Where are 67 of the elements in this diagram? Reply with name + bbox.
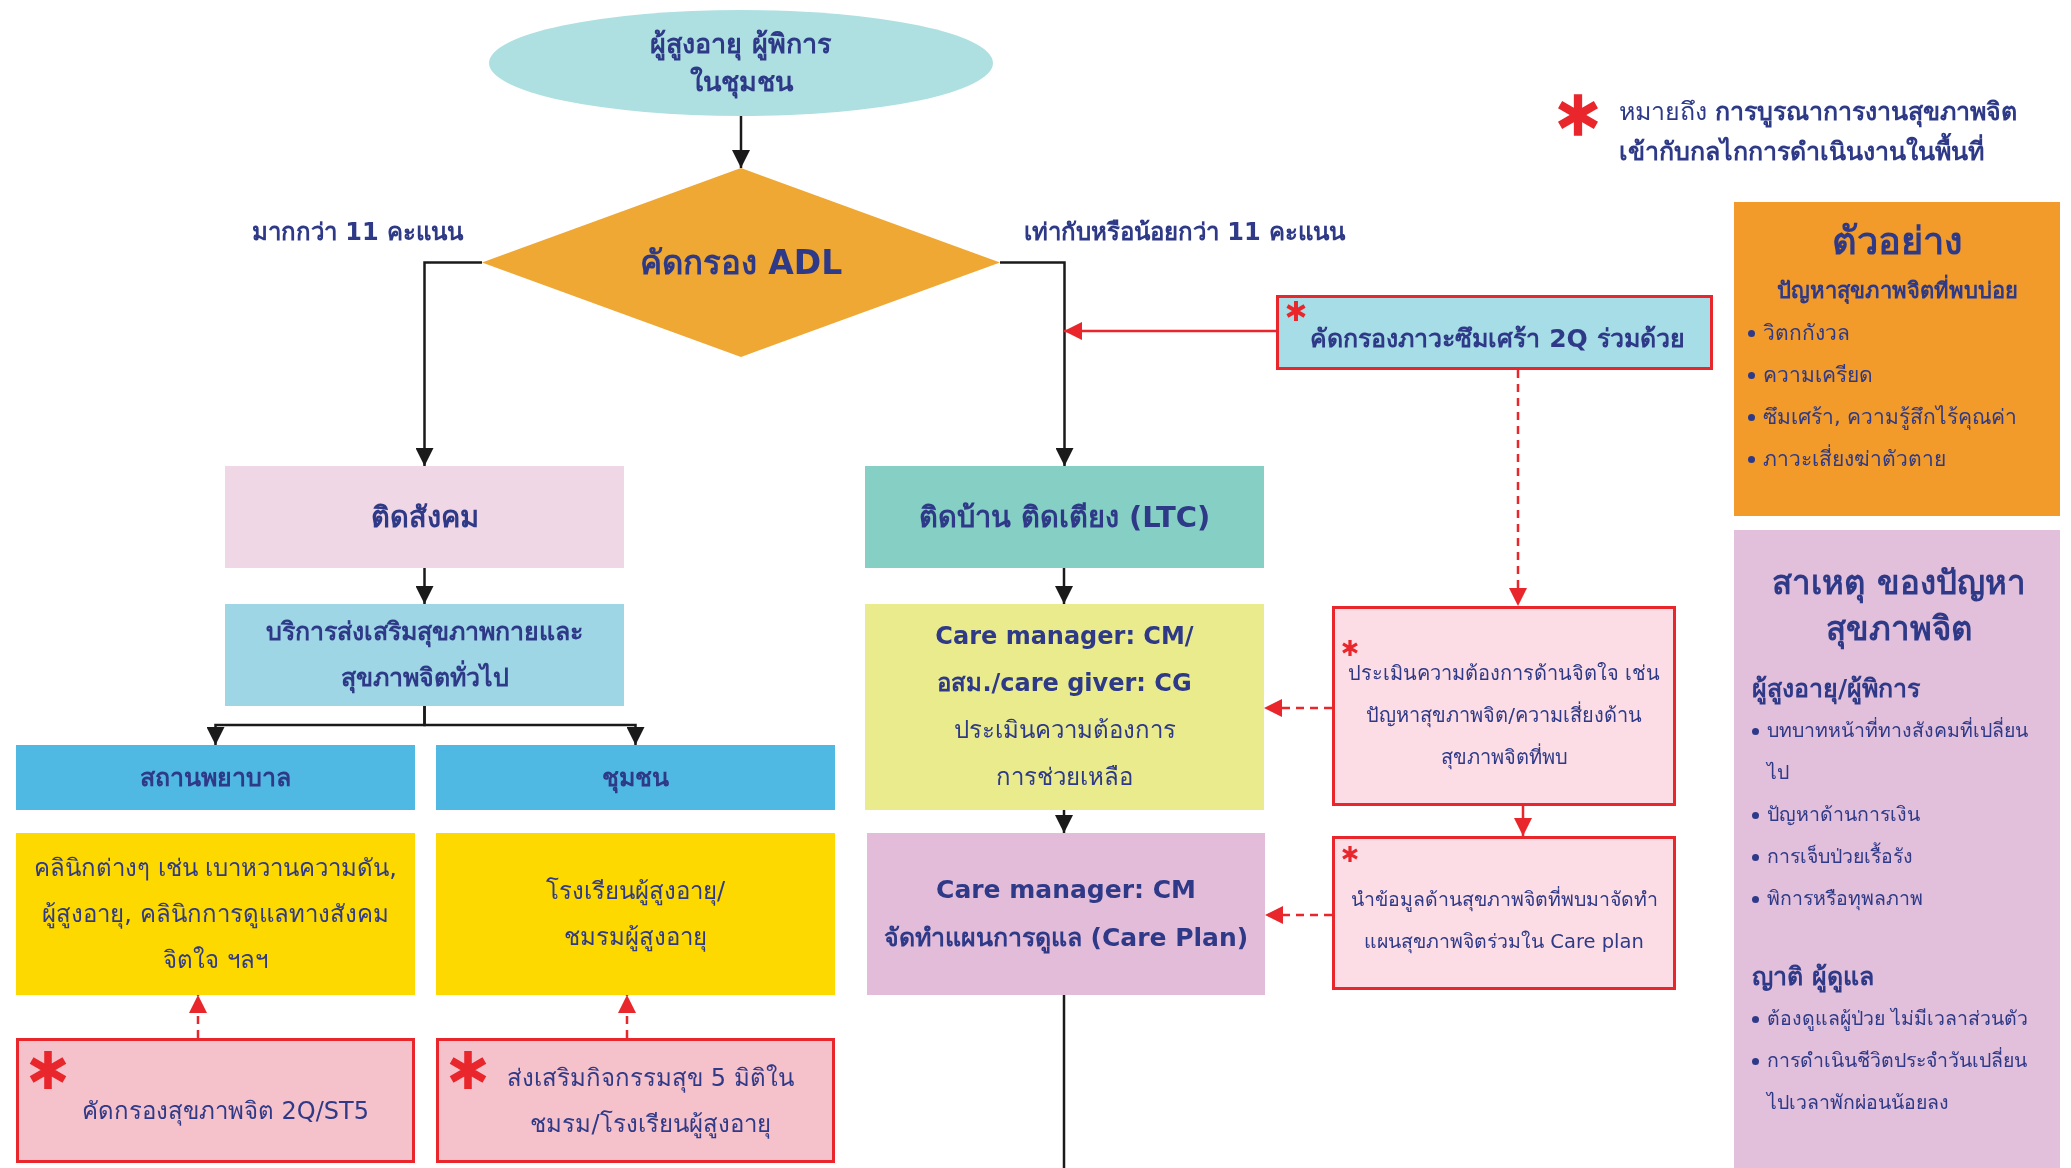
bullet-item: ปัญหาด้านการเงิน <box>1767 802 1920 828</box>
arrow <box>1264 699 1332 717</box>
node-label: ติดบ้าน ติดเตียง (LTC) <box>917 498 1212 536</box>
panel-subtitle: ผู้สูงอายุ/ผู้พิการ <box>1752 673 1922 707</box>
bullet-item: บทบาทหน้าที่ทางสังคมที่เปลี่ยนไป <box>1767 716 2029 786</box>
bullet-item: ความเครียด <box>1763 362 1873 389</box>
panel-title: สาเหตุ ของปัญหาสุขภาพจิต <box>1771 562 2027 652</box>
arrow <box>1055 568 1073 604</box>
arrow <box>415 261 482 466</box>
process-box <box>436 745 835 810</box>
process-box <box>436 1038 835 1163</box>
decision-diamond <box>482 168 1000 357</box>
process-box <box>865 466 1264 568</box>
node-label: ติดสังคม <box>369 498 480 536</box>
arrow <box>1265 906 1332 924</box>
arrow <box>415 568 434 604</box>
process-box <box>16 833 415 995</box>
arrow <box>1000 261 1074 466</box>
arrow <box>618 995 636 1038</box>
arrow <box>1514 806 1532 836</box>
info-panel <box>1734 530 2060 1168</box>
panel-subtitle: ญาติ ผู้ดูแล <box>1752 961 1875 995</box>
process-box <box>225 604 624 706</box>
arrow <box>1055 810 1073 833</box>
node-text: คลินิกต่างๆ เช่น เบาหวานความดัน, ผู้สูงอายุ, คลินิกการดูแลทางสังคมจิตใจ ฯลฯ <box>33 853 398 976</box>
info-panel <box>1734 202 2060 516</box>
node-label: Care manager: CM <box>935 874 1197 906</box>
node-text: โรงเรียนผู้สูงอายุ/ชมรมผู้สูงอายุ <box>544 876 727 954</box>
node-label: คัดกรอง ADL <box>638 241 844 284</box>
arrow <box>732 116 750 168</box>
node-text: ส่งเสริมกิจกรรมสุข 5 มิติในชมรม/โรงเรียนผู้สูงอายุ <box>506 1062 795 1141</box>
node-text: ประเมินความต้องการการช่วยเหลือ <box>952 715 1177 793</box>
node-text: ประเมินความต้องการด้านจิตใจ เช่น ปัญหาสุขภาพจิต/ความเสี่ยงด้านสุขภาพจิตที่พบ <box>1346 660 1662 772</box>
bullet-item: การดำเนินชีวิตประจำวันเปลี่ยนไปเวลาพักผ่อนน้อยลง <box>1767 1046 2028 1116</box>
node-label: คัดกรองภาวะซึมเศร้า 2Q ร่วมด้วย <box>1309 323 1686 355</box>
bullet-item: ต้องดูแลผู้ป่วย ไม่มีเวลาส่วนตัว <box>1767 1006 2029 1033</box>
process-box <box>225 466 624 568</box>
node-label: จัดทำแผนการดูแล (Care Plan) <box>882 922 1250 956</box>
process-box <box>436 833 835 995</box>
legend-text: หมายถึง การบูรณาการงานสุขภาพจิตเข้ากับกลไกการดำเนินงานในพื้นที่ <box>1619 96 2018 168</box>
process-box <box>1276 295 1713 370</box>
arrow <box>423 706 645 745</box>
bullet-item: วิตกกังวล <box>1763 320 1850 347</box>
arrow <box>189 995 207 1038</box>
arrow <box>1064 322 1276 340</box>
panel-subtitle: ปัญหาสุขภาพจิตที่พบบ่อย <box>1748 270 2046 312</box>
node-label: บริการส่งเสริมสุขภาพกายและสุขภาพจิตทั่วไป <box>265 616 584 696</box>
node-label: Care manager: CM/ อสม./care giver: CG <box>935 621 1194 699</box>
node-label: ผู้สูงอายุ ผู้พิการในชุมชน <box>649 27 833 101</box>
node-text: คัดกรองสุขภาพจิต 2Q/ST5 <box>80 1095 370 1128</box>
process-box <box>865 604 1264 810</box>
process-box <box>867 833 1265 995</box>
bullet-item: ภาวะเสี่ยงฆ่าตัวตาย <box>1763 438 1946 480</box>
panel-title: ตัวอย่าง <box>1830 218 1964 265</box>
process-box <box>1332 606 1676 806</box>
process-box <box>16 745 415 810</box>
connector-line <box>1062 995 1066 1168</box>
bullet-item: ซึมเศร้า, ความรู้สึกไร้คุณค่า <box>1763 404 2018 432</box>
arrow <box>1509 370 1527 606</box>
node-label: สถานพยาบาล <box>139 762 292 794</box>
process-box <box>1332 836 1676 990</box>
node-text: นำข้อมูลด้านสุขภาพจิตที่พบมาจัดทำแผนสุขภาพจิตร่วมใน Care plan <box>1349 885 1659 956</box>
process-box <box>16 1038 415 1163</box>
node-label: ชุมชน <box>601 762 670 795</box>
start-ellipse <box>489 10 993 116</box>
bullet-item: พิการหรือทุพลภาพ <box>1767 886 1923 913</box>
bullet-item: การเจ็บป่วยเรื้อรัง <box>1767 836 1913 878</box>
